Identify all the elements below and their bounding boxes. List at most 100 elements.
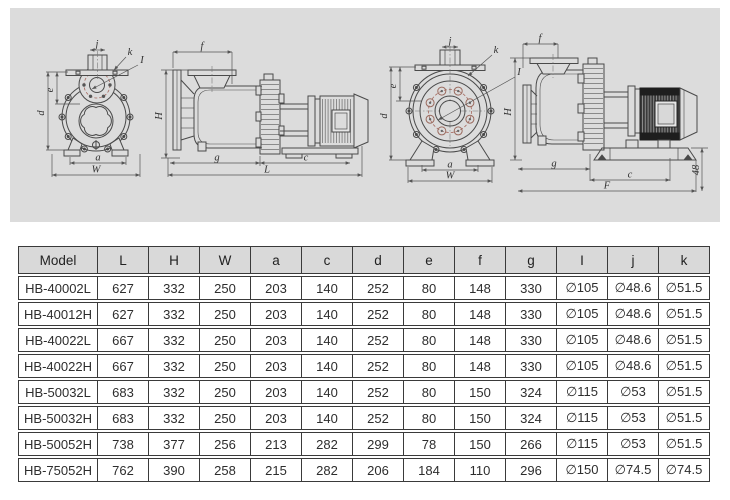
value-cell: 140 (301, 277, 352, 299)
dimension-labels: j k I e d a W f H g c L j k I e d a W f (36, 33, 702, 192)
value-cell: ∅74.5 (658, 459, 709, 481)
value-cell: 140 (301, 355, 352, 377)
dim-label-j2: j (447, 36, 452, 47)
dim-label-c: c (304, 153, 309, 164)
dim-label-d: d (36, 110, 47, 116)
value-cell: 683 (97, 381, 148, 403)
value-cell: 299 (352, 433, 403, 455)
model-cell: HB-50032H (24, 410, 92, 426)
value-cell: 215 (250, 459, 301, 481)
dim-label-a: a (95, 153, 100, 164)
dim-label-j: j (94, 39, 99, 50)
value-cell: 213 (250, 433, 301, 455)
value-cell: 738 (97, 433, 148, 455)
value-cell: ∅105 (556, 355, 607, 377)
value-cell: 184 (403, 459, 454, 481)
value-cell: ∅48.6 (607, 277, 658, 299)
dim-label-f2: f (539, 33, 544, 44)
model-cell: HB-40022L (25, 332, 91, 348)
value-cell: 282 (301, 459, 352, 481)
value-cell: ∅51.5 (658, 355, 709, 377)
value-cell: 150 (454, 433, 505, 455)
technical-drawing-panel: j k I e d a W f H g c L j k I e d a W f (10, 8, 720, 222)
pump-dimension-drawing: j k I e d a W f H g c L j k I e d a W f (36, 33, 708, 193)
value-cell: 252 (352, 381, 403, 403)
model-cell: HB-75052H (24, 462, 92, 478)
value-cell: ∅51.5 (658, 303, 709, 325)
value-cell: 330 (505, 303, 556, 325)
column-header: a (250, 247, 301, 273)
dim-label-k: k (128, 47, 133, 58)
value-cell: 256 (199, 433, 250, 455)
value-cell: ∅48.6 (607, 329, 658, 351)
impeller-outline (80, 106, 112, 136)
value-cell: 332 (148, 407, 199, 429)
value-cell: 330 (505, 355, 556, 377)
value-cell: 324 (505, 407, 556, 429)
value-cell: 332 (148, 277, 199, 299)
value-cell: ∅105 (556, 303, 607, 325)
column-header: k (658, 247, 709, 273)
value-cell: ∅150 (556, 459, 607, 481)
value-cell: 250 (199, 407, 250, 429)
value-cell: 250 (199, 303, 250, 325)
dim-label-d2: d (379, 113, 390, 119)
value-cell: 252 (352, 355, 403, 377)
value-cell: 203 (250, 277, 301, 299)
value-cell: 203 (250, 407, 301, 429)
dim-label-w: W (92, 165, 102, 176)
value-cell: ∅115 (556, 407, 607, 429)
value-cell: 206 (352, 459, 403, 481)
value-cell: 148 (454, 303, 505, 325)
value-cell: 330 (505, 277, 556, 299)
value-cell: 203 (250, 381, 301, 403)
dim-label-f: f (201, 41, 206, 52)
column-header: Model (39, 252, 77, 268)
model-cell: HB-40002L (25, 280, 91, 296)
column-header: H (148, 247, 199, 273)
value-cell: 252 (352, 303, 403, 325)
value-cell: ∅51.5 (658, 433, 709, 455)
value-cell: ∅53 (607, 381, 658, 403)
dimension-lines (46, 42, 708, 193)
value-cell: 332 (148, 329, 199, 351)
value-cell: 80 (403, 277, 454, 299)
dim-label-c2: c (628, 170, 633, 181)
value-cell: 150 (454, 381, 505, 403)
value-cell: ∅115 (556, 433, 607, 455)
model-cell: HB-40022H (24, 358, 92, 374)
model-cell: HB-50032L (25, 384, 91, 400)
value-cell: 252 (352, 329, 403, 351)
value-cell: ∅48.6 (607, 303, 658, 325)
column-header: g (505, 247, 556, 273)
column-header: c (301, 247, 352, 273)
dim-label-w2: W (446, 171, 456, 182)
value-cell: 252 (352, 277, 403, 299)
value-cell: 203 (250, 329, 301, 351)
foot-left (67, 137, 83, 151)
dim-label-i2: I (516, 67, 521, 78)
dim-label-g2: g (551, 159, 556, 170)
column-header: f (454, 247, 505, 273)
value-cell: 140 (301, 381, 352, 403)
value-cell: 148 (454, 329, 505, 351)
foot-left (409, 140, 435, 161)
value-cell: 80 (403, 329, 454, 351)
value-cell: 110 (454, 459, 505, 481)
dim-label-e2: e (388, 83, 399, 88)
value-cell: ∅105 (556, 329, 607, 351)
left-side-view (172, 66, 369, 159)
fan-cover (679, 87, 698, 141)
foot-right (109, 137, 125, 151)
value-cell: 80 (403, 407, 454, 429)
value-cell: ∅105 (556, 277, 607, 299)
